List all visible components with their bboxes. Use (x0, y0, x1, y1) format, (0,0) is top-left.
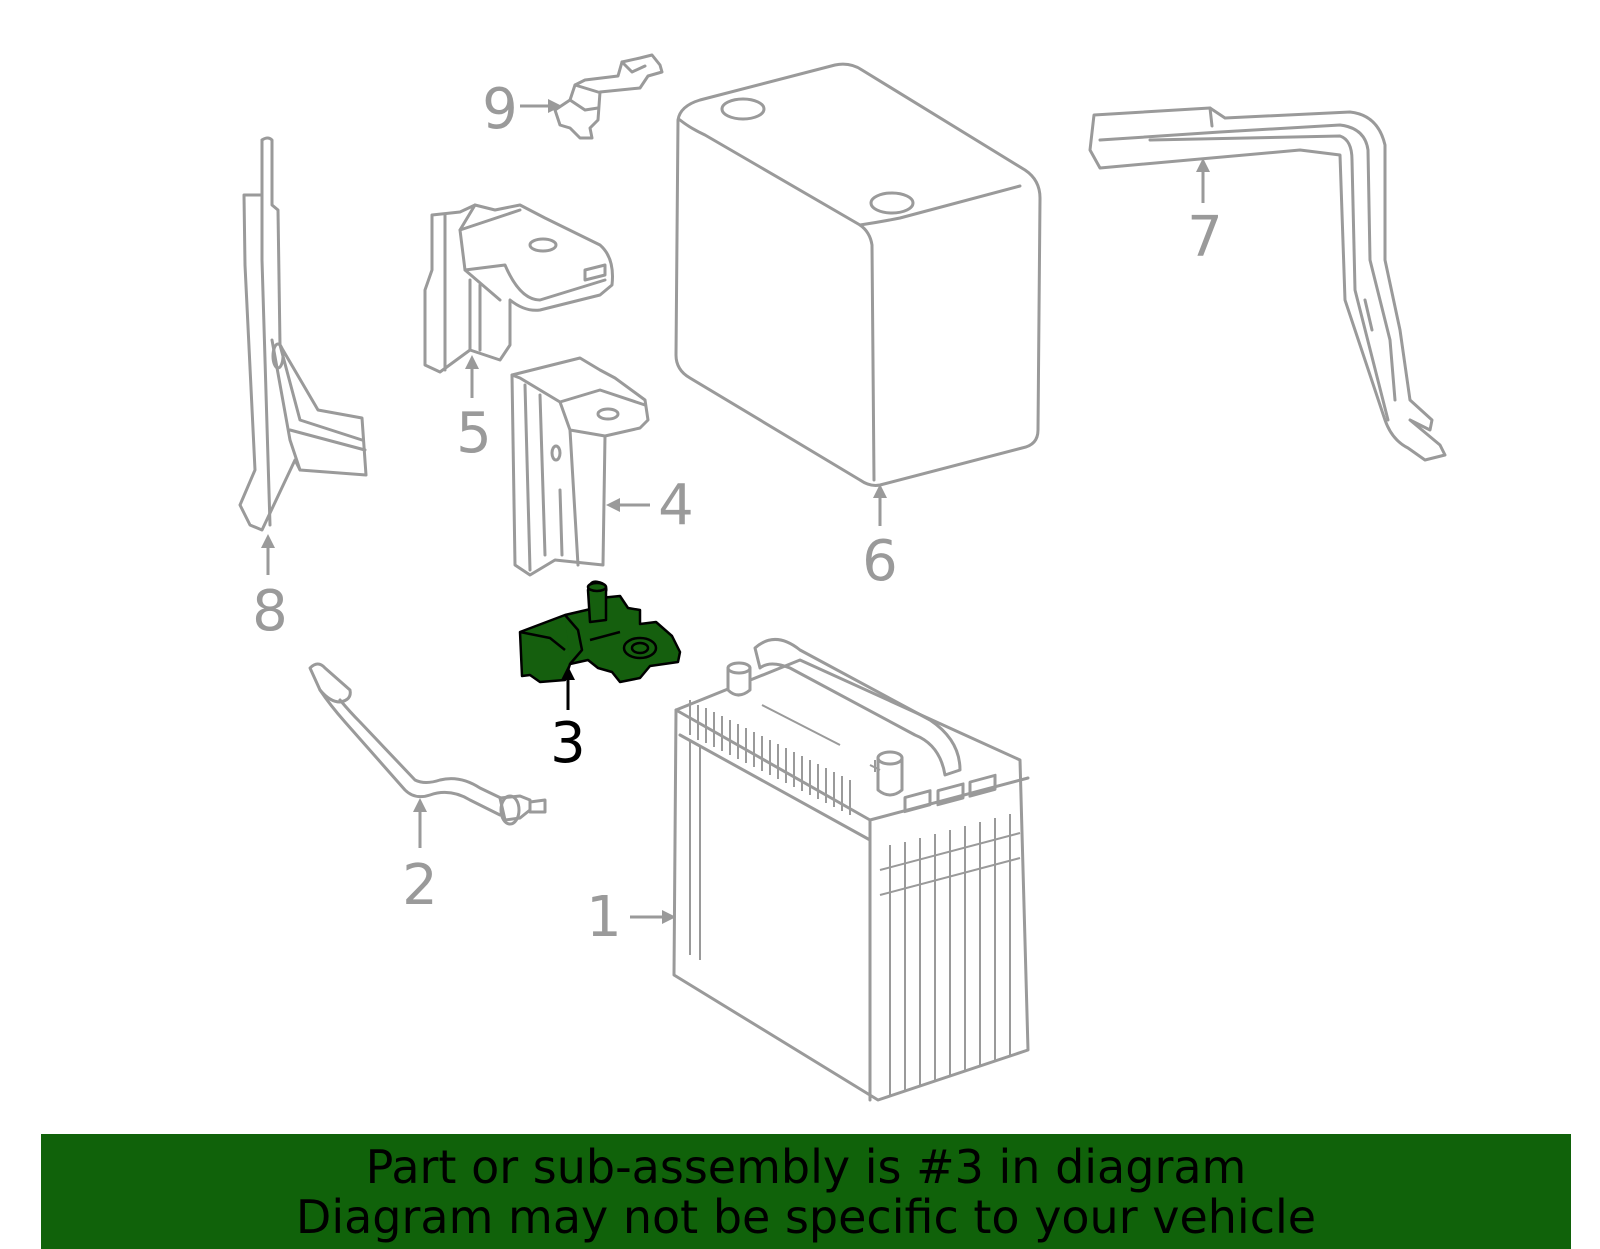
callout-6: 6 (862, 484, 898, 594)
callout-1: 1 (586, 885, 676, 950)
part-6-battery-cover[interactable] (674, 62, 1042, 487)
svg-text:7: 7 (1187, 205, 1223, 270)
banner-line-2: Diagram may not be specific to your vehi… (295, 1190, 1317, 1244)
part-5-upper-bracket[interactable] (423, 203, 614, 374)
part-7-hold-down[interactable] (1088, 106, 1447, 462)
svg-text:1: 1 (586, 885, 622, 950)
callout-8: 8 (252, 534, 288, 644)
svg-text:6: 6 (862, 529, 898, 594)
info-banner: Part or sub-assembly is #3 in diagram Di… (41, 1134, 1571, 1249)
svg-text:5: 5 (456, 401, 492, 466)
part-3-terminal-highlighted[interactable] (518, 580, 682, 684)
callout-3: 3 (550, 666, 586, 776)
callout-4: 4 (606, 473, 694, 538)
part-4-lower-bracket[interactable] (510, 356, 650, 577)
svg-text:9: 9 (482, 77, 518, 142)
part-9-clip[interactable] (553, 53, 664, 140)
part-8-side-bracket[interactable] (238, 136, 368, 532)
svg-text:2: 2 (402, 853, 438, 918)
part-1-battery[interactable] (672, 638, 1030, 1102)
part-2-cable[interactable] (308, 662, 547, 826)
callout-9: 9 (482, 77, 562, 142)
svg-text:8: 8 (252, 579, 288, 644)
svg-text:4: 4 (658, 473, 694, 538)
callout-2: 2 (402, 798, 438, 918)
callout-5: 5 (456, 355, 492, 466)
svg-text:3: 3 (550, 711, 586, 776)
banner-line-1: Part or sub-assembly is #3 in diagram (365, 1140, 1247, 1194)
callout-7: 7 (1187, 158, 1223, 270)
